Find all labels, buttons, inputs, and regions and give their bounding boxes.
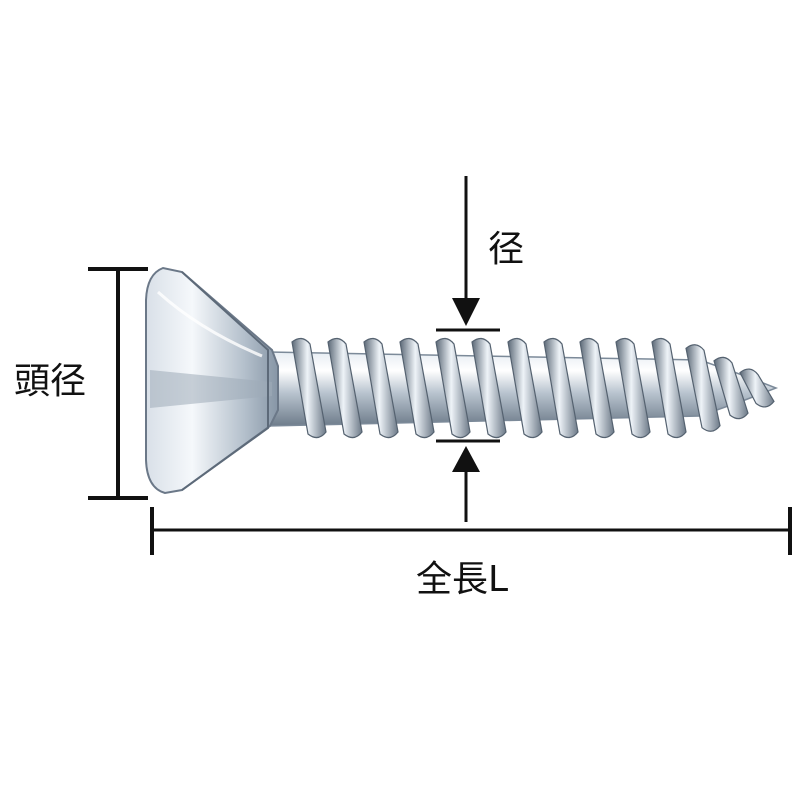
top-arrow-head <box>452 298 480 326</box>
head-underside <box>181 271 269 491</box>
total-length-dimension <box>150 507 792 555</box>
thread-crest <box>651 337 687 439</box>
thread-crest <box>327 337 363 439</box>
head-highlight <box>156 290 263 358</box>
thread-crest <box>739 368 775 408</box>
head-diameter-label: 頭径 <box>14 361 87 402</box>
thread-crest <box>291 337 327 439</box>
head-slot <box>150 370 272 408</box>
thread-diameter-dimension <box>436 176 500 522</box>
screw-threads <box>291 337 775 439</box>
thread-crest <box>615 337 651 439</box>
thread-crest <box>507 337 543 439</box>
total-length-label: 全長L <box>416 559 509 600</box>
thread-crest <box>435 337 471 439</box>
bottom-arrow-head <box>452 446 480 472</box>
thread-crest <box>579 337 615 439</box>
diameter-label: 径 <box>488 229 525 270</box>
head-diameter-dimension <box>88 267 148 500</box>
thread-crest <box>685 344 721 432</box>
thread-crest <box>399 337 435 439</box>
thread-crest <box>363 337 399 439</box>
thread-crest <box>713 356 749 420</box>
thread-crest <box>471 337 507 439</box>
thread-crest <box>543 337 579 439</box>
